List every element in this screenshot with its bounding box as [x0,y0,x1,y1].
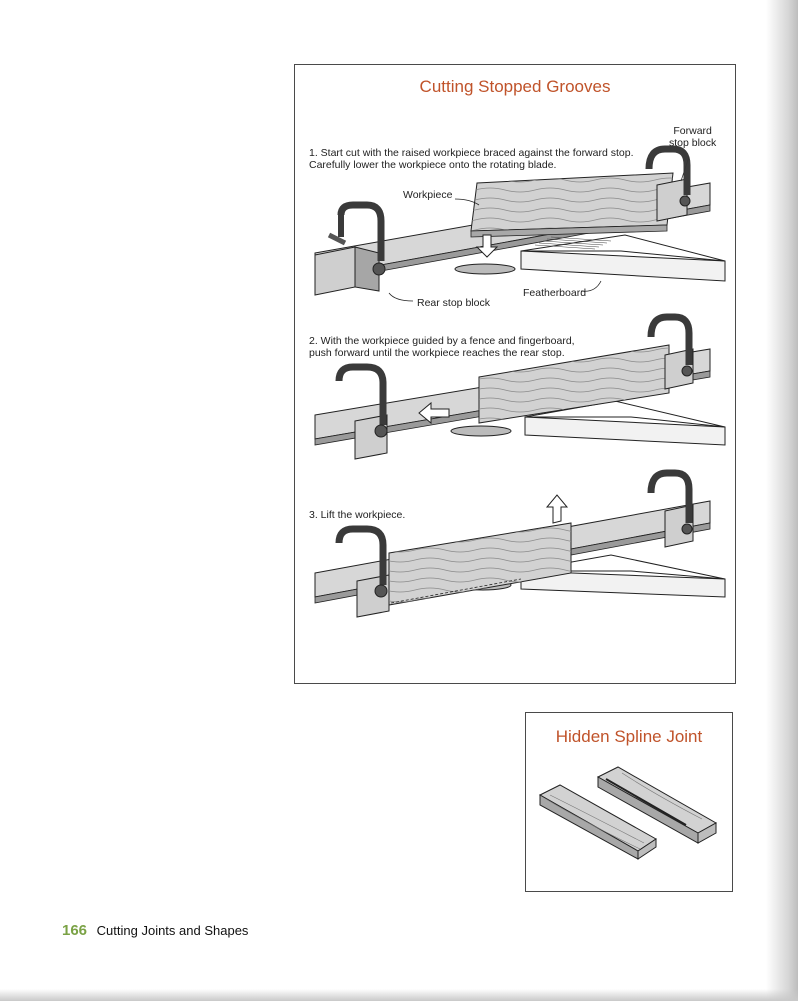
step-1-text: 1. Start cut with the raised workpiece b… [309,147,634,171]
panel-1 [314,145,726,302]
stopped-grooves-illustration [314,145,726,618]
clamp-left-2 [335,363,387,425]
spline-illustration [538,766,718,860]
clamp-left-3 [335,525,387,585]
hidden-spline-figure: Hidden Spline Joint [525,712,733,892]
forward-stop-block-1 [656,178,688,222]
step-3-text: 3. Lift the workpiece. [309,509,405,521]
clamp-left-1 [337,201,385,261]
forward-stop-label: Forward stop block [669,125,716,149]
rear-stop-block-1 [314,246,356,296]
clamp-right-1 [645,145,691,195]
page-bottom-shadow [0,989,798,1001]
stopped-grooves-figure: Cutting Stopped Grooves 1. Start cut wit… [294,64,736,684]
step-1-line-2: Carefully lower the workpiece onto the r… [309,159,557,171]
spline-title: Hidden Spline Joint [555,727,703,746]
step-1-line-1: 1. Start cut with the raised workpiece b… [309,147,634,159]
push-arrow-2 [418,401,450,425]
figure-title: Cutting Stopped Grooves [419,77,611,96]
featherboard-2 [524,416,726,446]
panel-2 [314,313,726,460]
workpiece-label: Workpiece [403,189,453,201]
forward-stop-label-line-1: Forward [673,125,712,137]
featherboard-3 [520,570,726,598]
lift-arrow-3 [545,494,569,524]
forward-stop-label-line-2: stop block [669,137,717,149]
rear-stop-label: Rear stop block [417,297,490,309]
step-2-line-1: 2. With the workpiece guided by a fence … [309,335,575,347]
page-footer: 166 Cutting Joints and Shapes [62,922,248,939]
spline-groove [605,778,687,826]
clamp-right-2 [647,313,693,365]
clamp-right-3 [647,469,693,523]
lower-arrow-1 [475,234,499,258]
featherboard-label: Featherboard [523,287,587,299]
featherboard-1 [520,250,726,282]
page-number: 166 [62,922,88,939]
saw-blade-1 [454,263,516,275]
step-2-line-2: push forward until the workpiece reaches… [309,347,565,359]
page-edge-shadow [766,0,798,1001]
section-title: Cutting Joints and Shapes [96,923,249,938]
panel-3 [314,469,726,618]
saw-blade-2 [450,425,512,437]
step-2-text: 2. With the workpiece guided by a fence … [309,335,575,359]
step-3-line-1: 3. Lift the workpiece. [309,509,406,521]
